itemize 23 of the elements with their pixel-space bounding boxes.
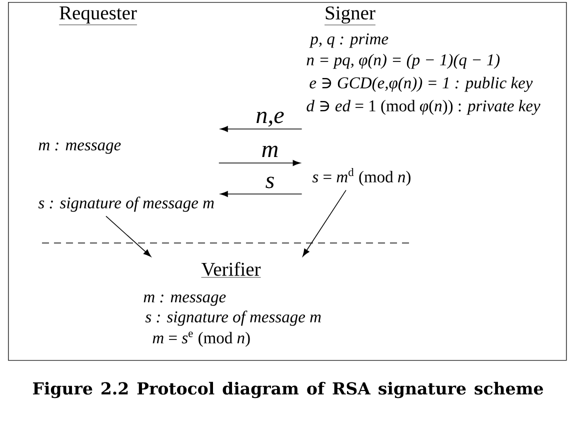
formula-line: s : signature of message m [145,310,321,326]
formula-line: m = s$^{e}$ (mod n) [152,332,250,347]
formula-line: m : message [144,294,226,306]
formula-line: m : message [38,142,121,154]
figure-caption: Figure 2.2 Protocol diagram of RSA signature scheme [33,382,543,398]
arrow [220,191,302,197]
formula-line: n = pq, φ(n) = (p − 1)(q − 1) [306,54,500,69]
arrow [218,160,300,166]
arrow [106,216,152,257]
column-heading: Signer [324,6,376,26]
edge-label: n,e [256,112,284,127]
column-heading: Requester [58,6,138,26]
frame-box [8,2,567,361]
formula-line: s = m$^{d}$ (mod n) [312,168,410,186]
formula-line: p, q : prime [309,33,388,48]
edge-label: m [262,146,278,157]
formula-line: e ∋ GCD(e,φ(n)) = 1 : public key [310,76,533,92]
edge-label: s [266,176,274,188]
arrow [220,126,302,132]
arrow [302,190,346,257]
column-heading: Verifier [201,262,261,278]
formula-line: d ∋ ed = 1 (mod φ(n)) : private key [306,100,540,115]
formula-line: s : signature of message m [38,196,214,212]
